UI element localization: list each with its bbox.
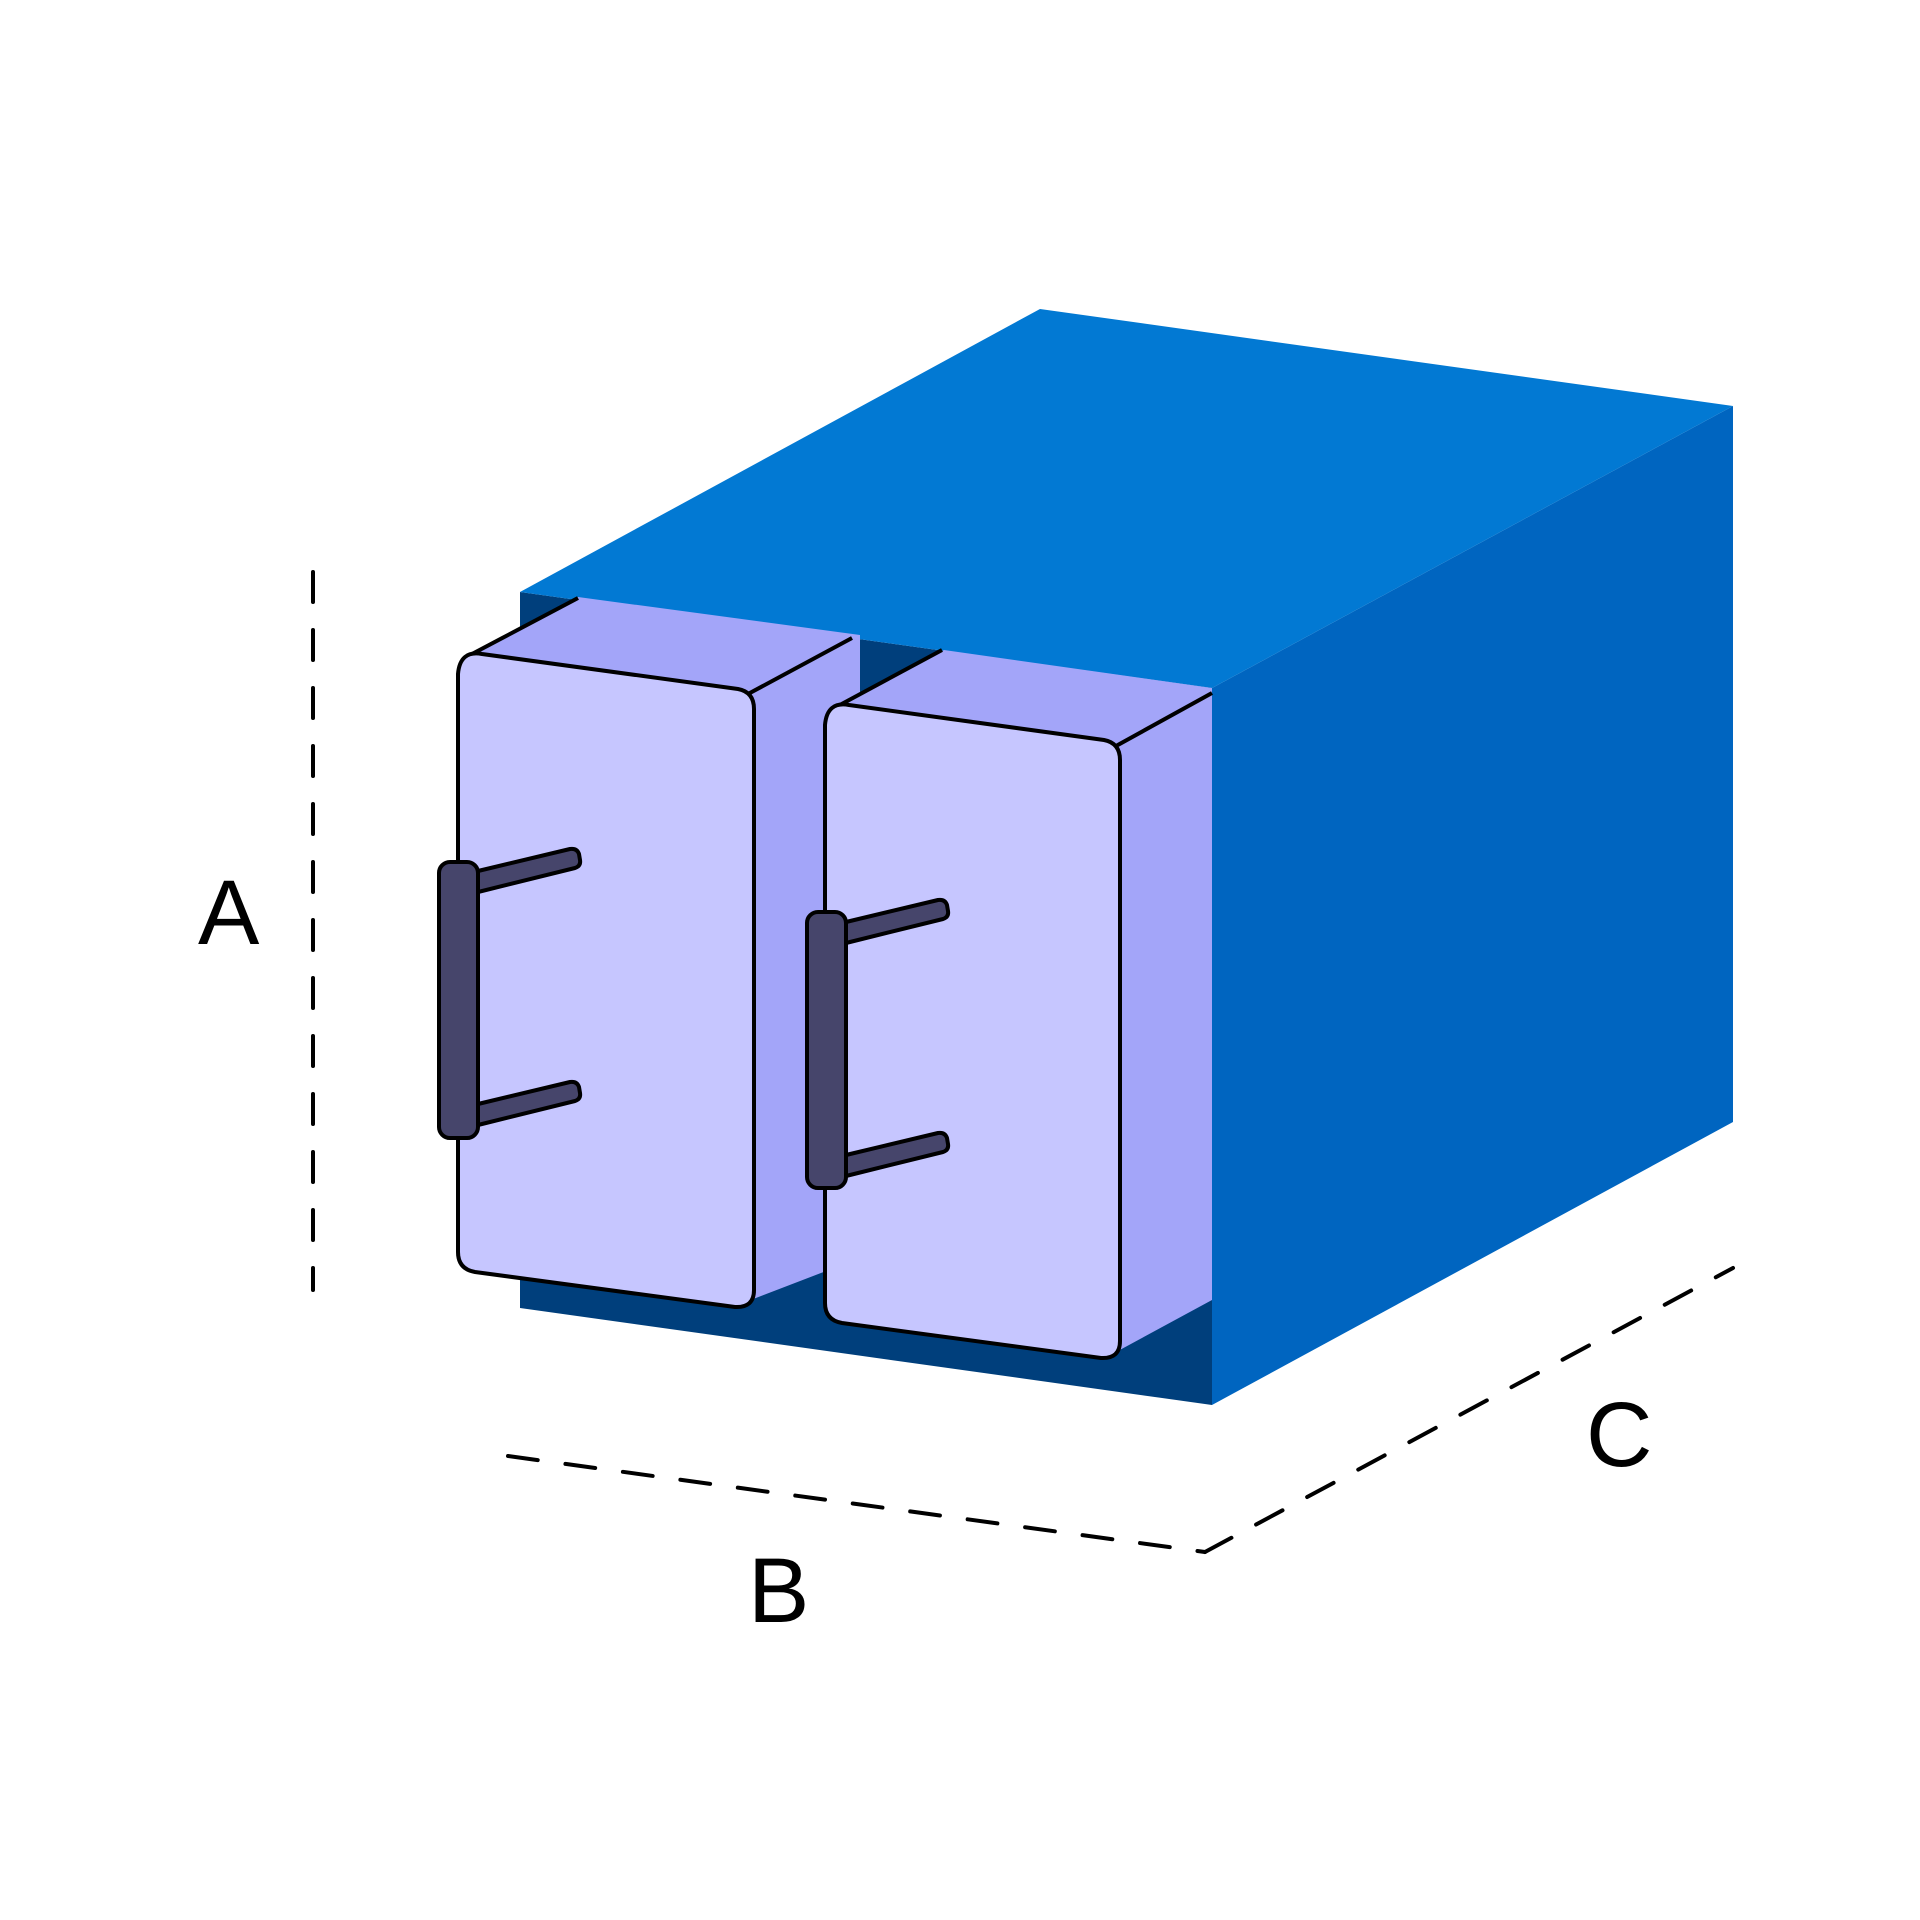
dimension-lines — [311, 570, 1735, 1554]
fridge-right-top-edge-right — [1115, 691, 1213, 748]
fridge-right-handle[interactable] — [805, 910, 848, 1190]
dimension-labels: A B C — [198, 862, 1652, 1642]
fridge-right-handle-standoff-bottom — [844, 1130, 951, 1178]
fridge-left — [437, 596, 860, 1310]
fridge-right-top-edge — [837, 648, 943, 708]
dimension-line-c — [1203, 1266, 1735, 1554]
fridge-left-handle[interactable] — [437, 860, 480, 1140]
dimension-line-b — [506, 1454, 1207, 1554]
fridge-left-top-edge-right — [747, 636, 853, 696]
cover-side-panel — [1212, 406, 1733, 1405]
dimension-label-b: B — [748, 1540, 809, 1642]
fridge-left-handle-standoff-top — [476, 846, 583, 894]
fridge-right-door — [823, 702, 1122, 1361]
dimension-label-c: C — [1586, 1384, 1652, 1486]
dimension-label-a: A — [198, 862, 260, 964]
fridge-right-handle-standoff-top — [844, 897, 951, 945]
fridge-right — [805, 648, 1213, 1361]
fridge-left-top-edge — [471, 596, 579, 656]
cover-top-panel — [520, 309, 1733, 688]
fridge-left-handle-standoff-bottom — [476, 1079, 583, 1127]
fridge-left-door — [456, 651, 756, 1310]
